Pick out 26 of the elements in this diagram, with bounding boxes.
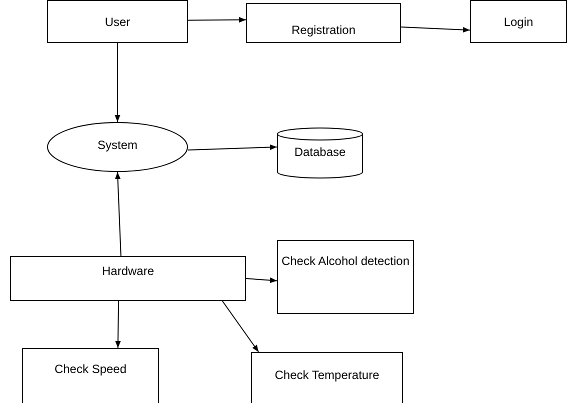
process-box (10, 256, 246, 301)
arrow (188, 17, 246, 23)
node-label: Database (294, 144, 346, 160)
database-cylinder (277, 128, 363, 178)
node-label: Check Speed (54, 361, 127, 377)
process-ellipse (47, 122, 188, 172)
node-label: User (104, 14, 130, 30)
node-label: Hardware (102, 263, 154, 279)
arrow (114, 42, 120, 122)
node-label: Registration (291, 22, 356, 38)
arrow (222, 300, 260, 352)
arrow (246, 277, 278, 283)
node-label: System (97, 137, 138, 153)
arrow (188, 144, 278, 150)
process-box (277, 240, 414, 314)
process-box (47, 0, 188, 43)
node-label: Check Alcohol detection (281, 253, 410, 269)
process-box (246, 3, 401, 43)
arrow (114, 172, 122, 256)
process-box (470, 0, 567, 43)
arrow (115, 300, 121, 348)
process-box (251, 352, 403, 403)
process-box (22, 348, 159, 403)
arrow (400, 26, 470, 33)
node-label: Login (504, 14, 534, 30)
node-label: Check Temperature (274, 367, 380, 383)
